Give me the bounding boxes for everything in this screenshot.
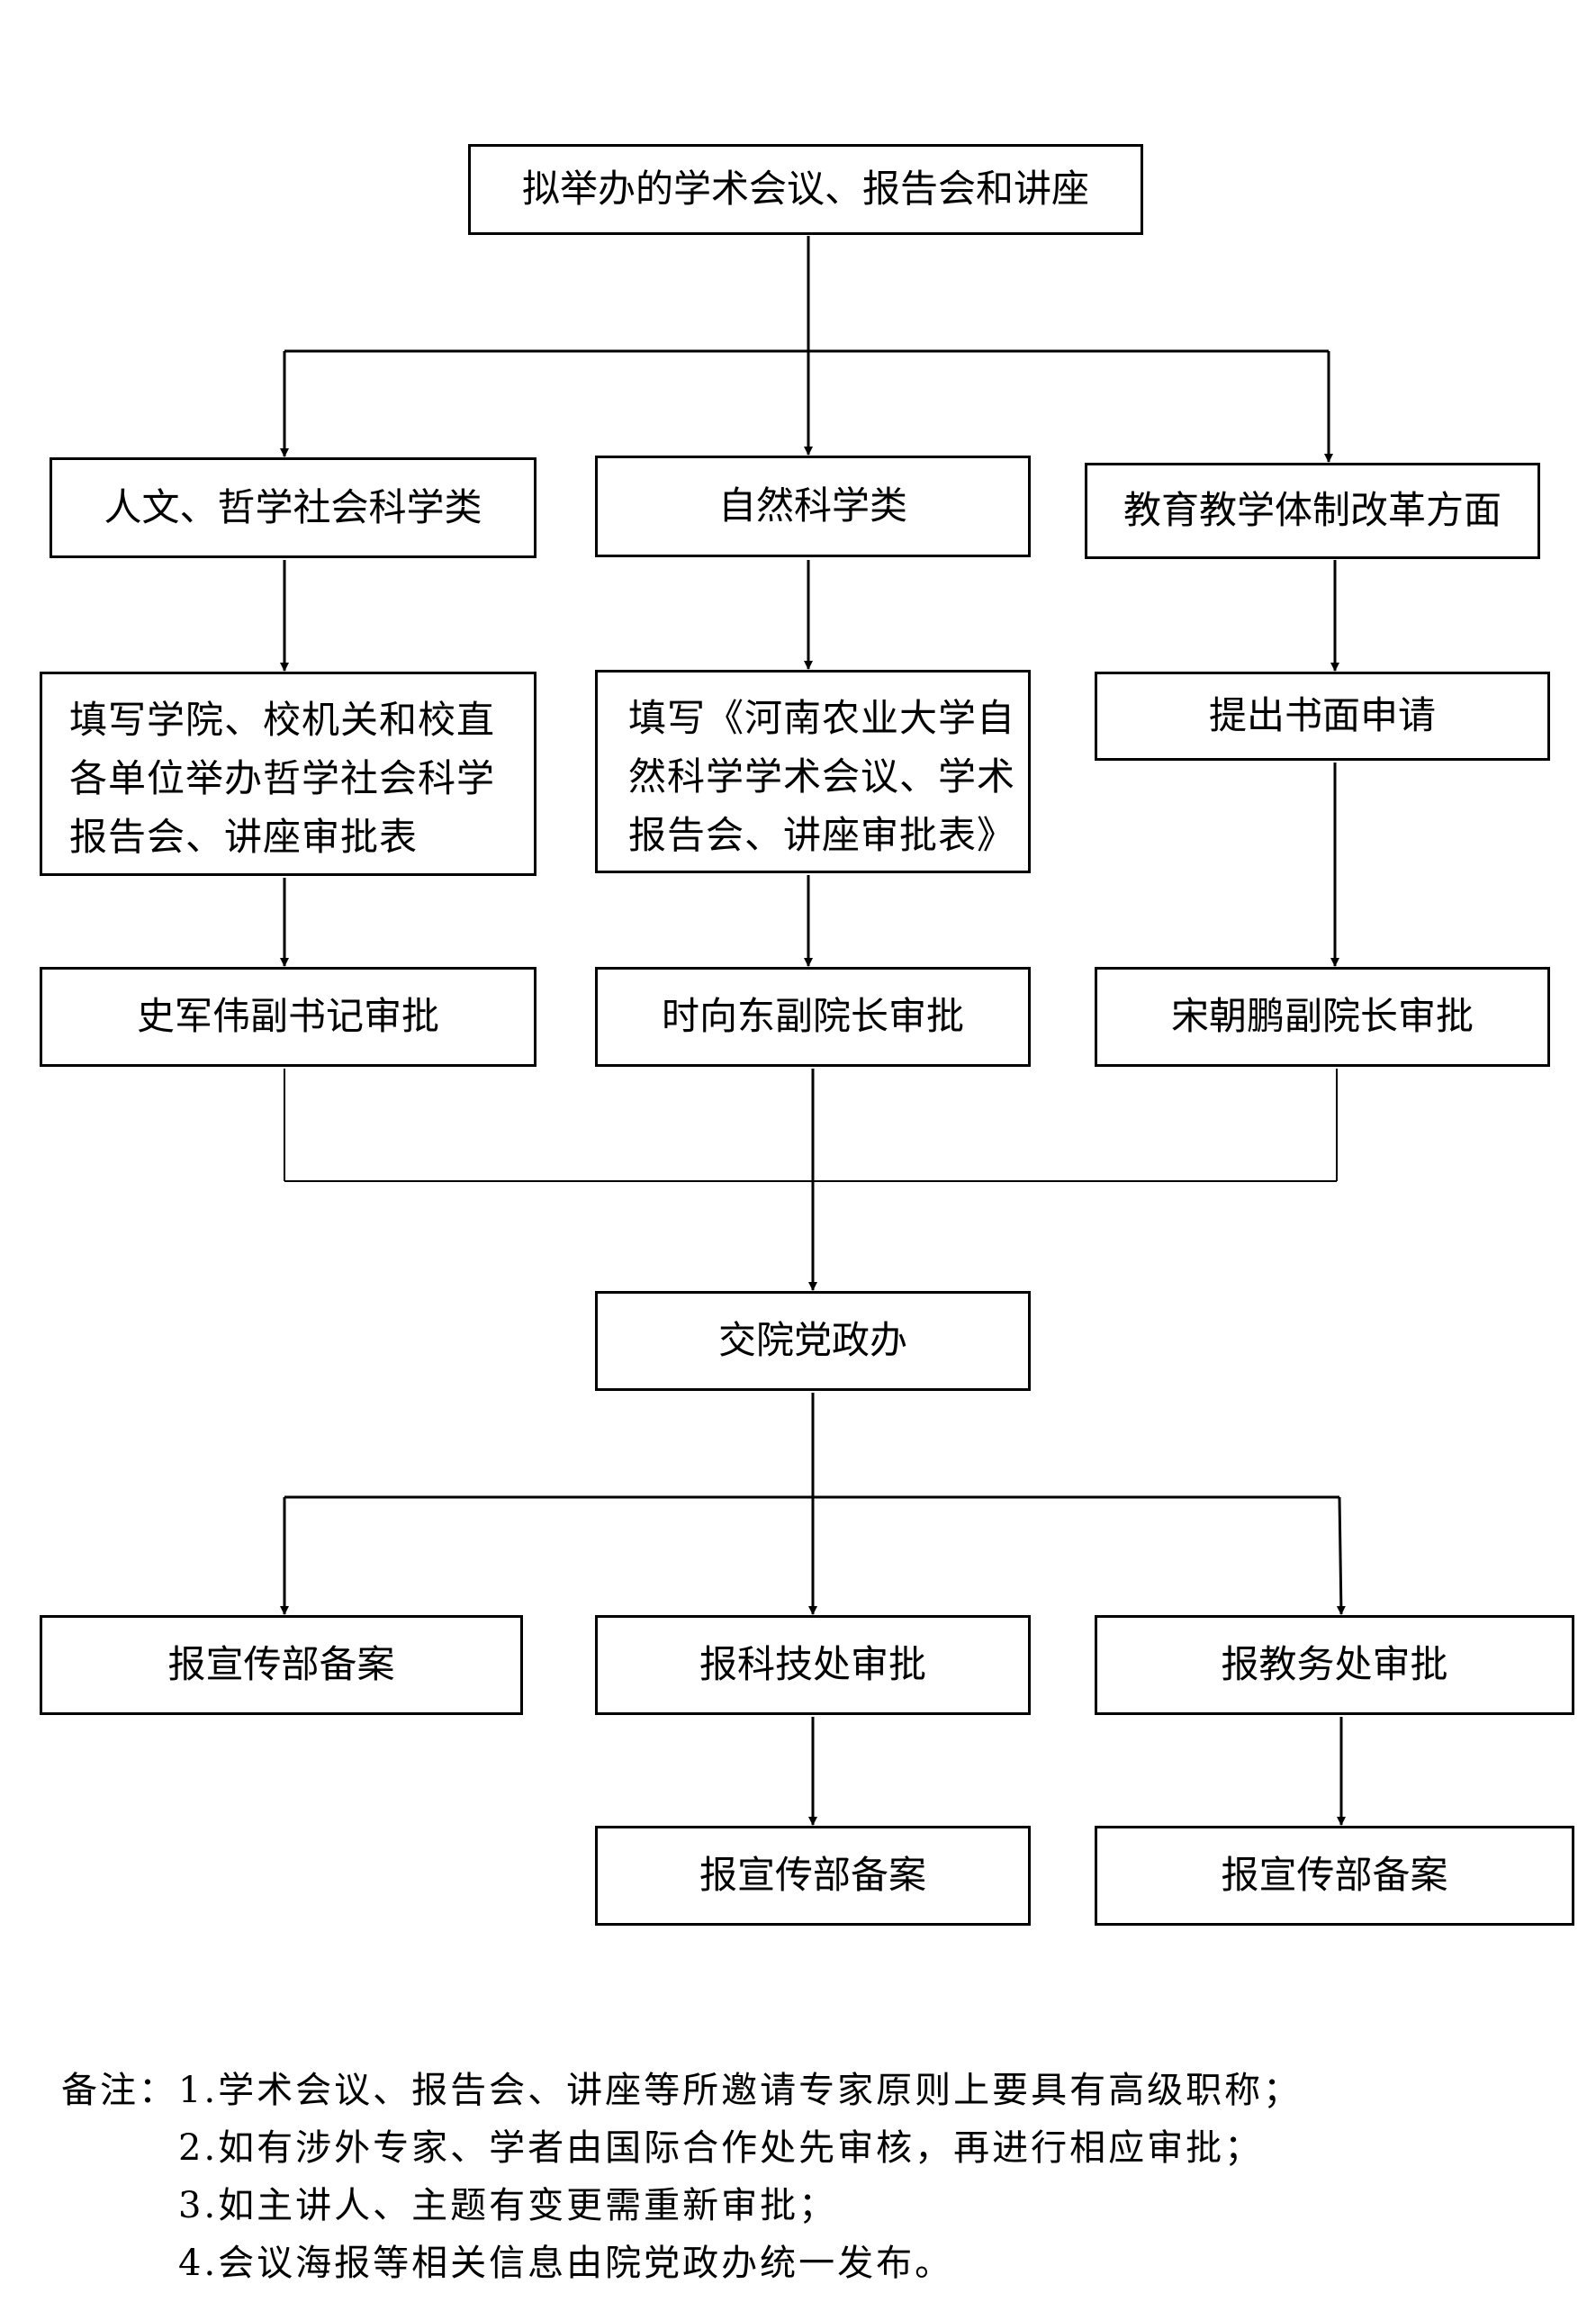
science-form-box: 填写《河南农业大学自 然科学学术会议、学术 报告会、讲座审批表》 <box>595 670 1031 873</box>
approver-song-chaopeng-label: 宋朝鹏副院长审批 <box>1170 994 1474 1039</box>
report-propaganda-label: 报宣传部备案 <box>167 1642 395 1687</box>
science-form-line-1: 填写《河南农业大学自 <box>628 696 1016 740</box>
remark-item-1: 1.学术会议、报告会、讲座等所邀请专家原则上要具有高级职称； <box>178 2070 1303 2111</box>
remark-row-2: 2.如有涉外专家、学者由国际合作处先审核，再进行相应审批； <box>61 2119 1573 2177</box>
education-application-box: 提出书面申请 <box>1095 672 1550 761</box>
approver-shi-junwei-label: 史军伟副书记审批 <box>136 994 439 1039</box>
filing-academic-label: 报宣传部备案 <box>1221 1853 1448 1898</box>
report-academic-office-label: 报教务处审批 <box>1221 1642 1448 1687</box>
category-humanities-label: 人文、哲学社会科学类 <box>104 484 482 529</box>
science-form-line-3: 报告会、讲座审批表》 <box>628 813 1016 857</box>
remark-item-2: 2.如有涉外专家、学者由国际合作处先审核，再进行相应审批； <box>178 2127 1264 2169</box>
remark-row-4: 4.会议海报等相关信息由院党政办统一发布。 <box>61 2234 1573 2292</box>
humanities-form-text: 填写学院、校机关和校直 各单位举办哲学社会科学 报告会、讲座审批表 <box>42 674 495 866</box>
filing-tech-box: 报宣传部备案 <box>595 1826 1031 1926</box>
remark-row-3: 3.如主讲人、主题有变更需重新审批； <box>61 2177 1573 2234</box>
category-education-box: 教育教学体制改革方面 <box>1085 463 1540 559</box>
party-office-box: 交院党政办 <box>595 1291 1031 1391</box>
humanities-form-line-3: 报告会、讲座审批表 <box>69 815 419 859</box>
filing-academic-box: 报宣传部备案 <box>1095 1826 1574 1926</box>
report-propaganda-box: 报宣传部备案 <box>40 1615 523 1715</box>
remark-item-3: 3.如主讲人、主题有变更需重新审批； <box>178 2185 838 2226</box>
planned-event-box: 拟举办的学术会议、报告会和讲座 <box>468 144 1143 235</box>
planned-event-label: 拟举办的学术会议、报告会和讲座 <box>521 167 1089 212</box>
remarks: 备注：1.学术会议、报告会、讲座等所邀请专家原则上要具有高级职称； 2.如有涉外… <box>61 2062 1573 2292</box>
humanities-form-line-2: 各单位举办哲学社会科学 <box>69 756 496 800</box>
remark-row-1: 备注：1.学术会议、报告会、讲座等所邀请专家原则上要具有高级职称； <box>61 2062 1573 2119</box>
remarks-prefix: 备注： <box>61 2070 177 2111</box>
party-office-label: 交院党政办 <box>717 1318 907 1363</box>
report-tech-office-label: 报科技处审批 <box>699 1642 926 1687</box>
category-education-label: 教育教学体制改革方面 <box>1123 488 1501 533</box>
filing-tech-label: 报宣传部备案 <box>699 1853 926 1898</box>
remark-item-4: 4.会议海报等相关信息由院党政办统一发布。 <box>178 2243 954 2284</box>
report-tech-office-box: 报科技处审批 <box>595 1615 1031 1715</box>
category-humanities-box: 人文、哲学社会科学类 <box>50 457 537 558</box>
category-science-box: 自然科学类 <box>595 456 1031 557</box>
education-application-label: 提出书面申请 <box>1208 693 1436 738</box>
science-form-line-2: 然科学学术会议、学术 <box>628 754 1016 799</box>
approver-shi-junwei-box: 史军伟副书记审批 <box>40 967 537 1067</box>
arrow-to-academic-office <box>1336 1496 1346 1615</box>
category-science-label: 自然科学类 <box>717 483 907 528</box>
report-academic-office-box: 报教务处审批 <box>1095 1615 1574 1715</box>
humanities-form-line-1: 填写学院、校机关和校直 <box>69 698 496 742</box>
science-form-text: 填写《河南农业大学自 然科学学术会议、学术 报告会、讲座审批表》 <box>598 673 1015 864</box>
humanities-form-box: 填写学院、校机关和校直 各单位举办哲学社会科学 报告会、讲座审批表 <box>40 672 537 876</box>
approver-shi-xiangdong-label: 时向东副院长审批 <box>661 994 964 1039</box>
approver-shi-xiangdong-box: 时向东副院长审批 <box>595 967 1031 1067</box>
approver-song-chaopeng-box: 宋朝鹏副院长审批 <box>1095 967 1550 1067</box>
